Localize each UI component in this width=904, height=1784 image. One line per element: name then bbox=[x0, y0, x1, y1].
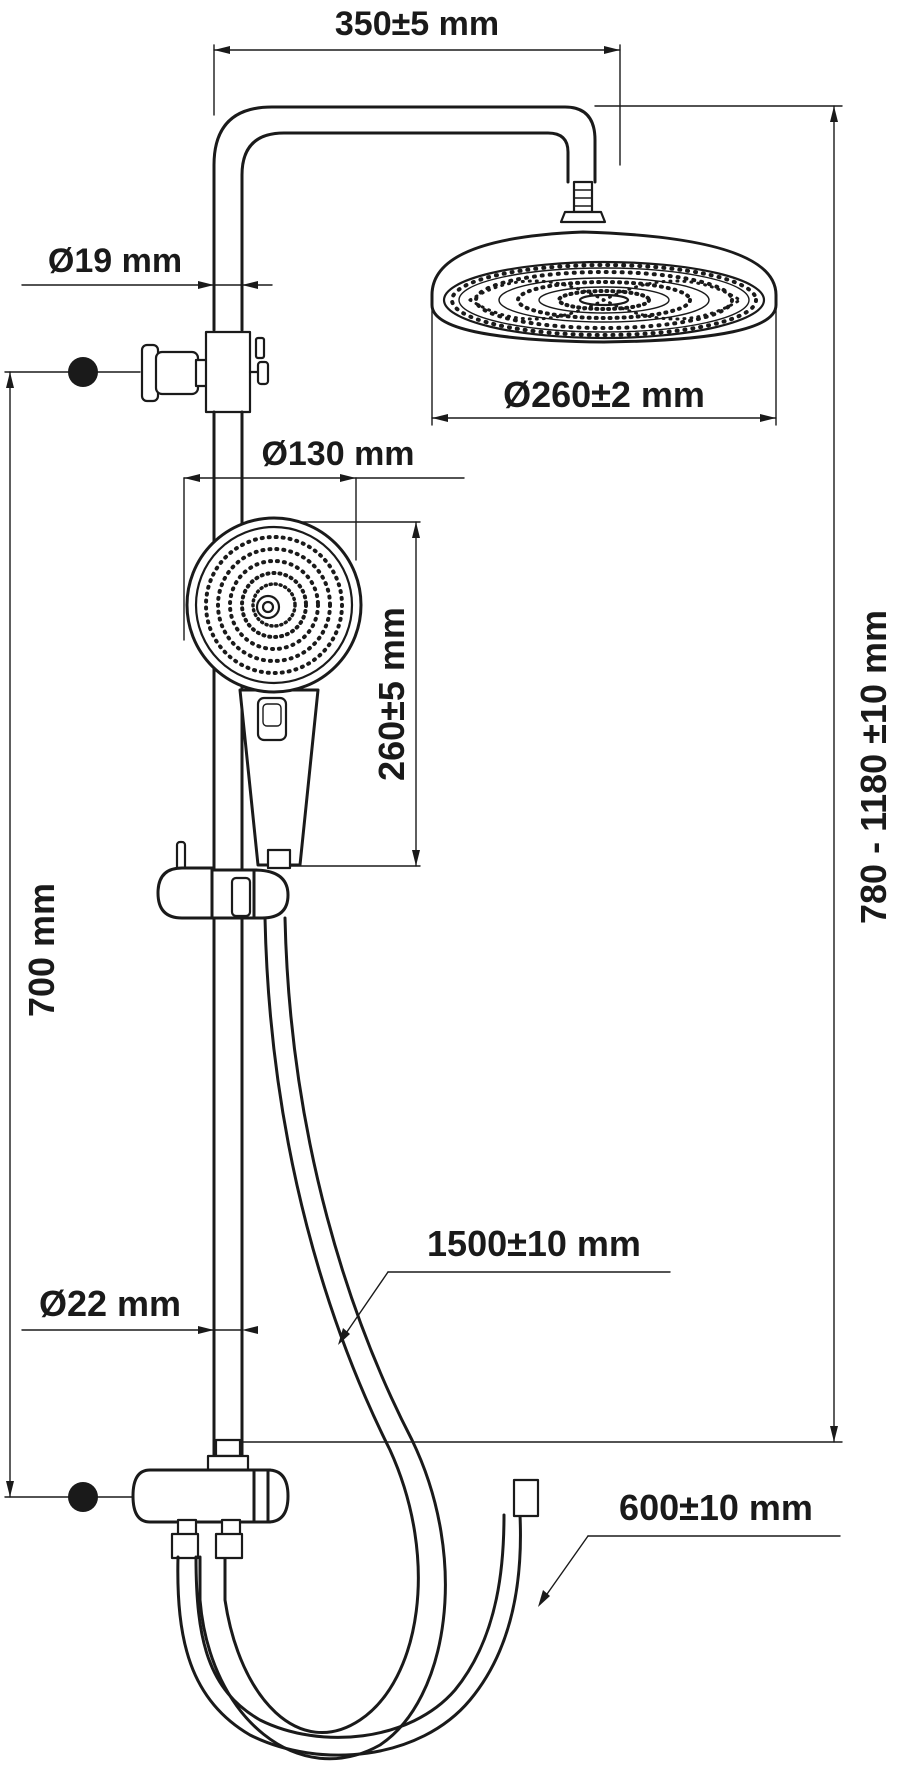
hand-shower-diameter-label: Ø130 mm bbox=[261, 435, 414, 473]
mixer-body bbox=[4, 1438, 290, 1560]
dimension-rain-head: Ø260±2 mm bbox=[431, 304, 777, 426]
dimension-hand-shower-diameter: Ø130 mm bbox=[183, 435, 465, 641]
upper-wall-mount bbox=[4, 330, 270, 414]
overhead-arm bbox=[212, 105, 607, 332]
connection-hose-length-label: 600±10 mm bbox=[619, 1487, 813, 1528]
dimension-connection-hose: 600±10 mm bbox=[538, 1487, 841, 1607]
top-pipe-diameter-label: Ø19 mm bbox=[48, 242, 182, 280]
dimension-mount-spacing: 700 mm bbox=[6, 371, 62, 1498]
dimension-rail-width: 350±5 mm bbox=[213, 5, 621, 166]
dimension-top-pipe: Ø19 mm bbox=[21, 242, 273, 289]
rain-shower-head bbox=[430, 230, 778, 344]
total-height-label: 780 - 1180 ±10 mm bbox=[853, 610, 894, 924]
dimension-hose-length: 1500±10 mm bbox=[338, 1223, 671, 1345]
hose-length-label: 1500±10 mm bbox=[427, 1223, 641, 1264]
bottom-pipe-diameter-label: Ø22 mm bbox=[39, 1283, 181, 1324]
hand-shower-length-label: 260±5 mm bbox=[371, 607, 412, 781]
dimension-total-height: 780 - 1180 ±10 mm bbox=[241, 105, 894, 1443]
connection-hose bbox=[176, 1478, 540, 1757]
shower-hose bbox=[198, 916, 447, 1761]
mount-spacing-label: 700 mm bbox=[21, 883, 62, 1017]
rail-width-label: 350±5 mm bbox=[335, 5, 499, 43]
hand-shower-slider bbox=[156, 840, 290, 920]
dimension-bottom-pipe: Ø22 mm bbox=[21, 1283, 258, 1334]
rain-head-diameter-label: Ø260±2 mm bbox=[503, 374, 705, 415]
hand-shower bbox=[185, 516, 363, 870]
dimension-hand-shower-length: 260±5 mm bbox=[289, 521, 421, 867]
